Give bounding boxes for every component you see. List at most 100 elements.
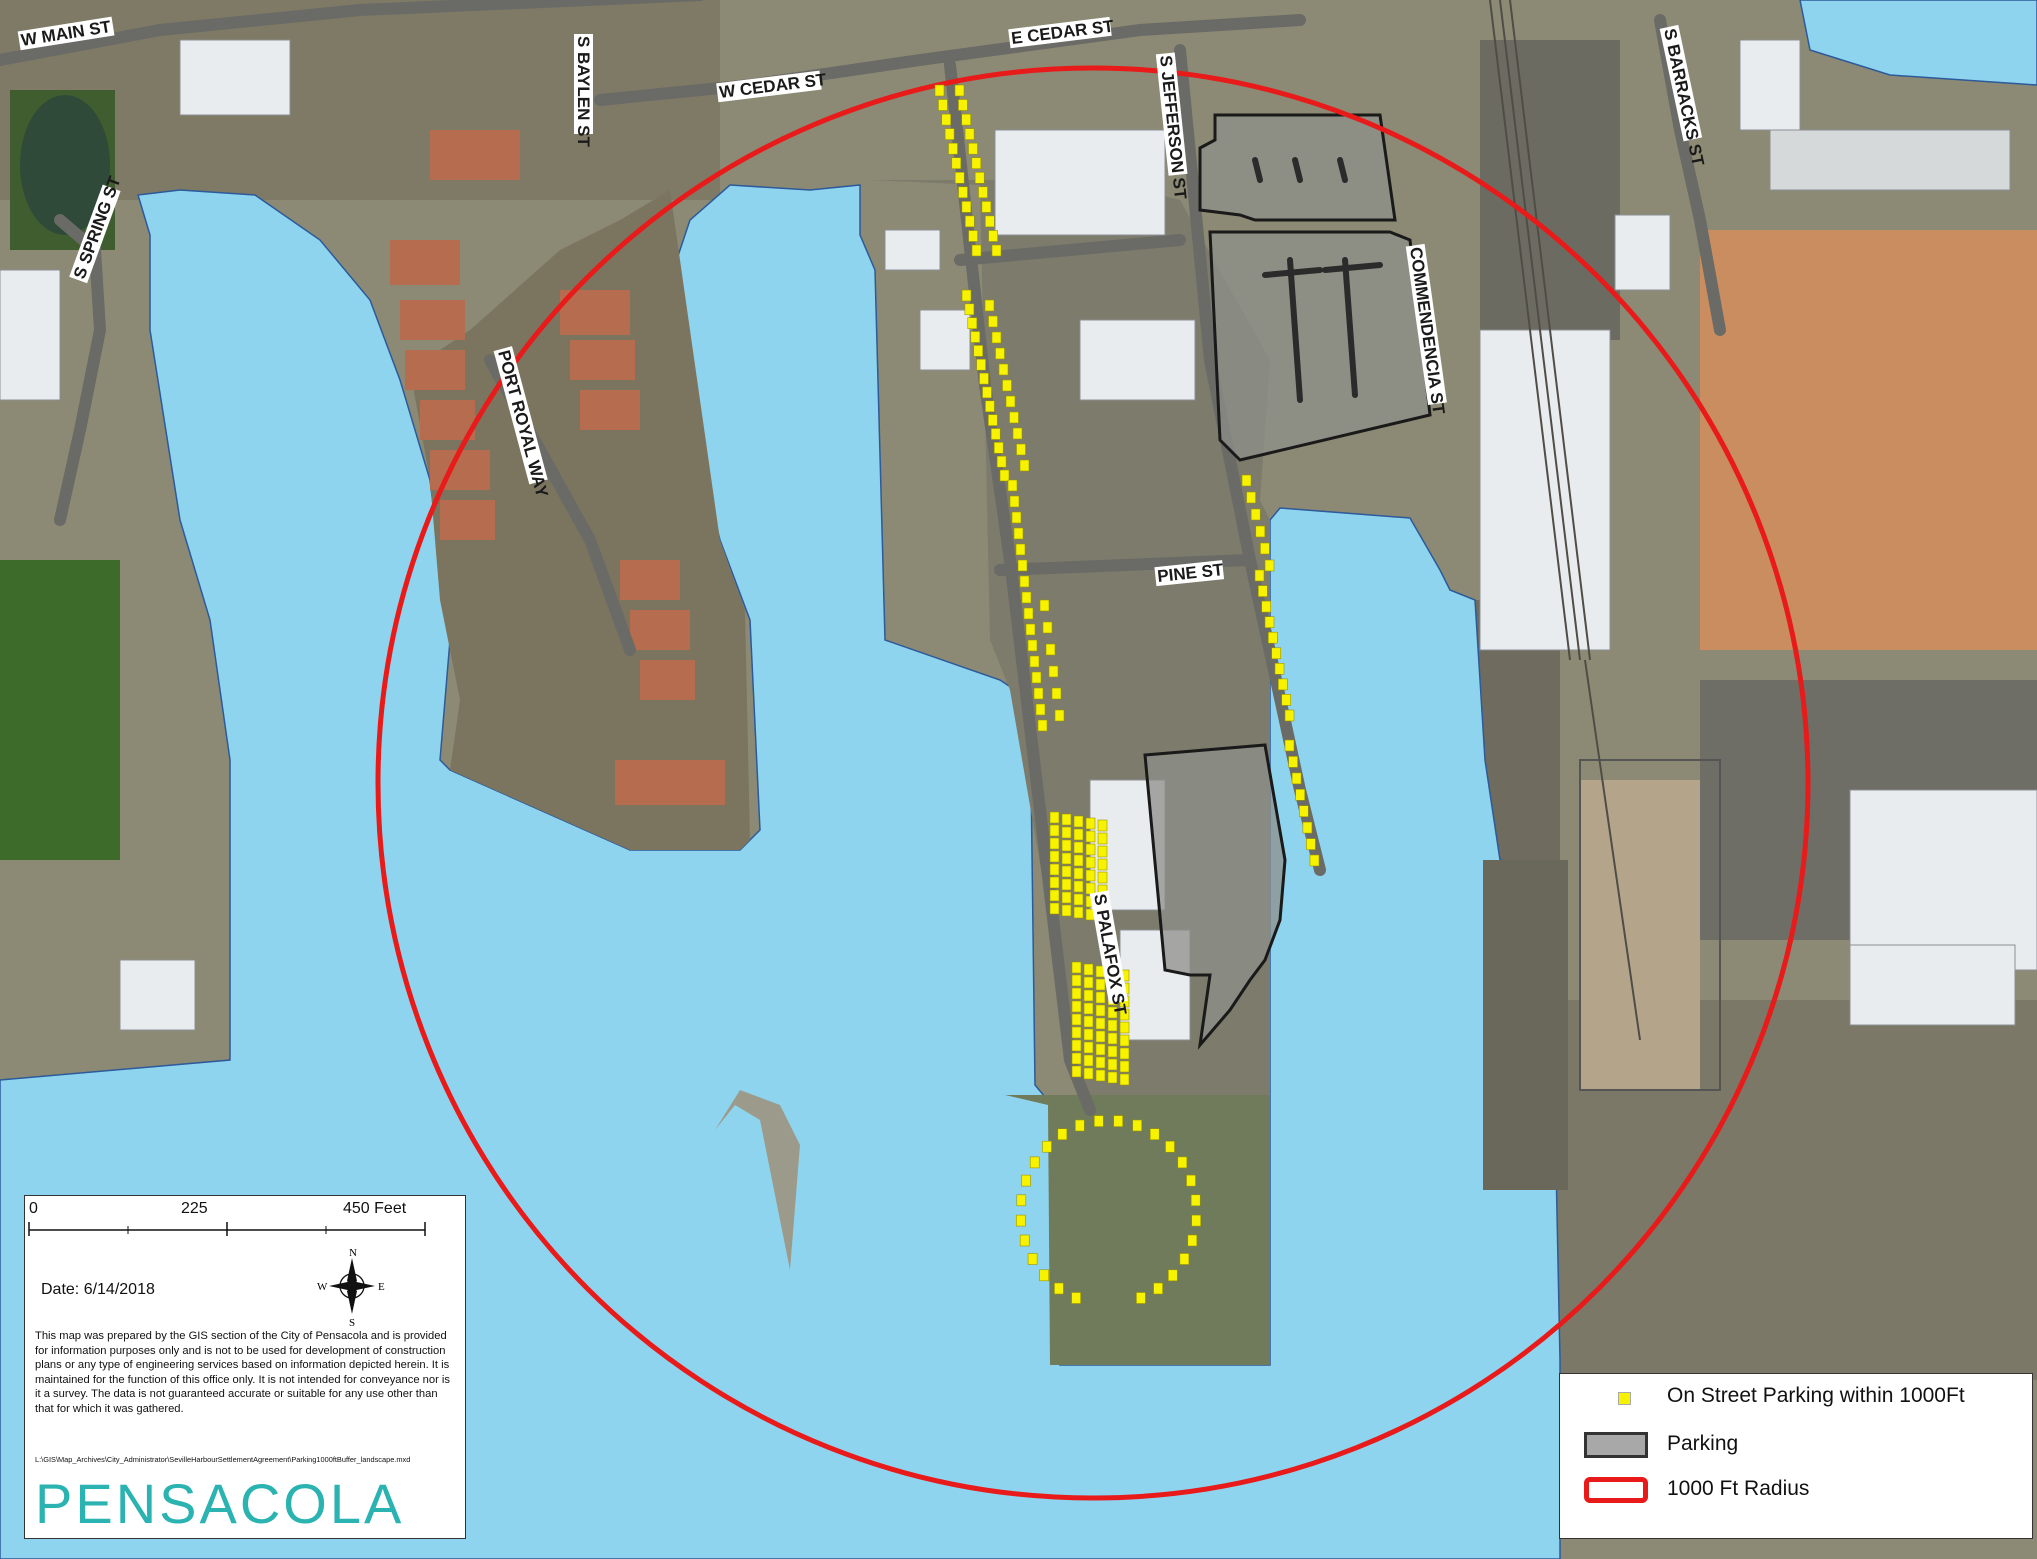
svg-text:S BARRACKS ST: S BARRACKS ST <box>1660 27 1708 168</box>
on-street-parking-stall <box>1085 869 1096 882</box>
on-street-parking-stall <box>979 372 989 385</box>
compass-s: S <box>349 1317 355 1326</box>
on-street-parking-stall <box>971 157 982 169</box>
on-street-parking-stall <box>1083 989 1094 1002</box>
on-street-parking-stall <box>1073 906 1084 919</box>
street-label-commendencia: COMMENDENCIA ST <box>1405 243 1448 416</box>
on-street-parking-stall <box>1097 858 1108 871</box>
on-street-parking-stall <box>968 230 978 242</box>
on-street-parking-stall <box>1029 1156 1040 1169</box>
on-street-parking-stall <box>967 317 978 330</box>
scale-bar-graphic <box>28 1222 426 1236</box>
on-street-parking-stall <box>1165 1140 1175 1153</box>
on-street-parking-stall <box>1071 1065 1082 1078</box>
on-street-parking-stall <box>993 441 1004 454</box>
legend-label-radius: 1000 Ft Radius <box>1667 1477 1810 1500</box>
street-label-w-main: W MAIN ST <box>17 16 115 51</box>
on-street-parking-stall <box>984 215 995 228</box>
on-street-parking-stall <box>1031 671 1042 684</box>
on-street-parking-stall <box>1083 963 1094 976</box>
on-street-parking-stall <box>991 331 1002 344</box>
on-street-parking-stall <box>1187 1234 1198 1247</box>
on-street-parking-stall <box>1071 961 1082 974</box>
on-street-parking-stall <box>1061 891 1072 904</box>
on-street-parking-stall <box>1107 1058 1118 1071</box>
street-label-e-cedar: E CEDAR ST <box>1008 16 1115 49</box>
on-street-parking-stall <box>968 142 978 155</box>
on-street-parking-stall <box>1083 1028 1094 1041</box>
parking-lot-commendencia <box>1208 230 1432 462</box>
street-label-port-royal: PORT ROYAL WAY <box>493 346 552 500</box>
ballfield <box>0 560 120 860</box>
on-street-parking-stall <box>974 172 985 184</box>
legend-label-parking: Parking <box>1667 1432 1739 1455</box>
svg-text:W MAIN ST: W MAIN ST <box>20 17 113 50</box>
on-street-parking-stall <box>958 99 968 111</box>
on-street-parking-stall <box>1021 591 1032 604</box>
on-street-parking-stall <box>988 315 998 328</box>
on-street-parking-stall <box>1019 1234 1030 1247</box>
on-street-parking-stall <box>1005 395 1016 408</box>
on-street-parking-stall <box>1260 542 1270 555</box>
on-street-parking-stall <box>1011 511 1022 524</box>
legend-swatch-on-street <box>1618 1392 1631 1405</box>
on-street-parking-stall <box>1071 1039 1082 1052</box>
on-street-parking-stall <box>1095 1069 1106 1082</box>
on-street-parking-stall <box>1258 585 1268 597</box>
on-street-parking-stall <box>1049 902 1060 915</box>
on-street-parking-stall <box>1019 459 1030 472</box>
on-street-parking-stall <box>1095 991 1106 1004</box>
on-street-parking-stall <box>1191 1214 1201 1227</box>
legend-row-parking: Parking <box>1560 1427 2032 1467</box>
on-street-parking-stall <box>1073 815 1084 828</box>
on-street-parking-stall <box>1073 880 1084 893</box>
on-street-parking-stall <box>1119 1073 1130 1086</box>
on-street-parking-stall <box>976 358 986 371</box>
on-street-parking-stall <box>981 201 992 213</box>
on-street-parking-stall <box>985 400 995 413</box>
legend-row-radius: 1000 Ft Radius <box>1560 1471 2032 1511</box>
on-street-parking-stall <box>1073 841 1084 854</box>
on-street-parking-stall <box>1306 838 1316 850</box>
on-street-parking-stall <box>1119 1034 1130 1047</box>
rail-lines <box>1489 0 1641 1041</box>
on-street-parking-stall <box>1007 479 1018 492</box>
on-street-parking-stall <box>988 230 998 242</box>
on-street-parking-stall <box>1119 1060 1130 1073</box>
on-street-parking-stall <box>1097 832 1108 845</box>
on-street-parking-stall <box>1107 1032 1118 1045</box>
on-street-parking-stall <box>1268 631 1278 644</box>
on-street-parking-stall <box>1071 987 1082 1000</box>
on-street-parking-stall <box>1095 978 1106 991</box>
on-street-parking-stall <box>1246 491 1256 504</box>
on-street-parking-stall <box>948 142 958 155</box>
on-street-parking-stall <box>938 99 948 111</box>
rail-yard <box>1480 40 1620 340</box>
on-street-parking-stall <box>1037 719 1048 732</box>
on-street-parking-stall <box>1042 621 1053 634</box>
on-street-parking-stall <box>1132 1119 1142 1132</box>
on-street-parking-stall <box>1083 1067 1094 1080</box>
on-street-parking-stall <box>934 84 945 97</box>
street-label-s-spring: S SPRING ST <box>69 173 125 284</box>
on-street-parking-stall <box>1083 976 1094 989</box>
on-street-parking-stall <box>1042 1140 1052 1153</box>
on-street-parking-stall <box>1264 559 1275 572</box>
scale-bar-panel: 0 225 450 Feet Date: 6/14/2018 N S W E T… <box>24 1195 466 1539</box>
map-disclaimer: This map was prepared by the GIS section… <box>35 1330 451 1415</box>
on-street-parking-stall <box>1302 821 1313 834</box>
on-street-parking-stall <box>1054 709 1065 722</box>
on-street-parking-stall <box>1119 1008 1130 1021</box>
on-street-parking-stall <box>1097 845 1108 858</box>
on-street-parking-stall <box>1075 1119 1085 1132</box>
on-street-parking-stall <box>1107 1006 1118 1019</box>
on-street-parking-stall <box>1281 694 1291 706</box>
on-street-parking-stall <box>1071 1292 1081 1304</box>
on-street-parking-stall <box>1186 1174 1196 1187</box>
scale-tick-225: 225 <box>181 1200 208 1217</box>
on-street-parking-stall <box>1085 882 1096 895</box>
on-street-parking-layer <box>934 84 1320 1304</box>
on-street-parking-stall <box>964 303 975 316</box>
